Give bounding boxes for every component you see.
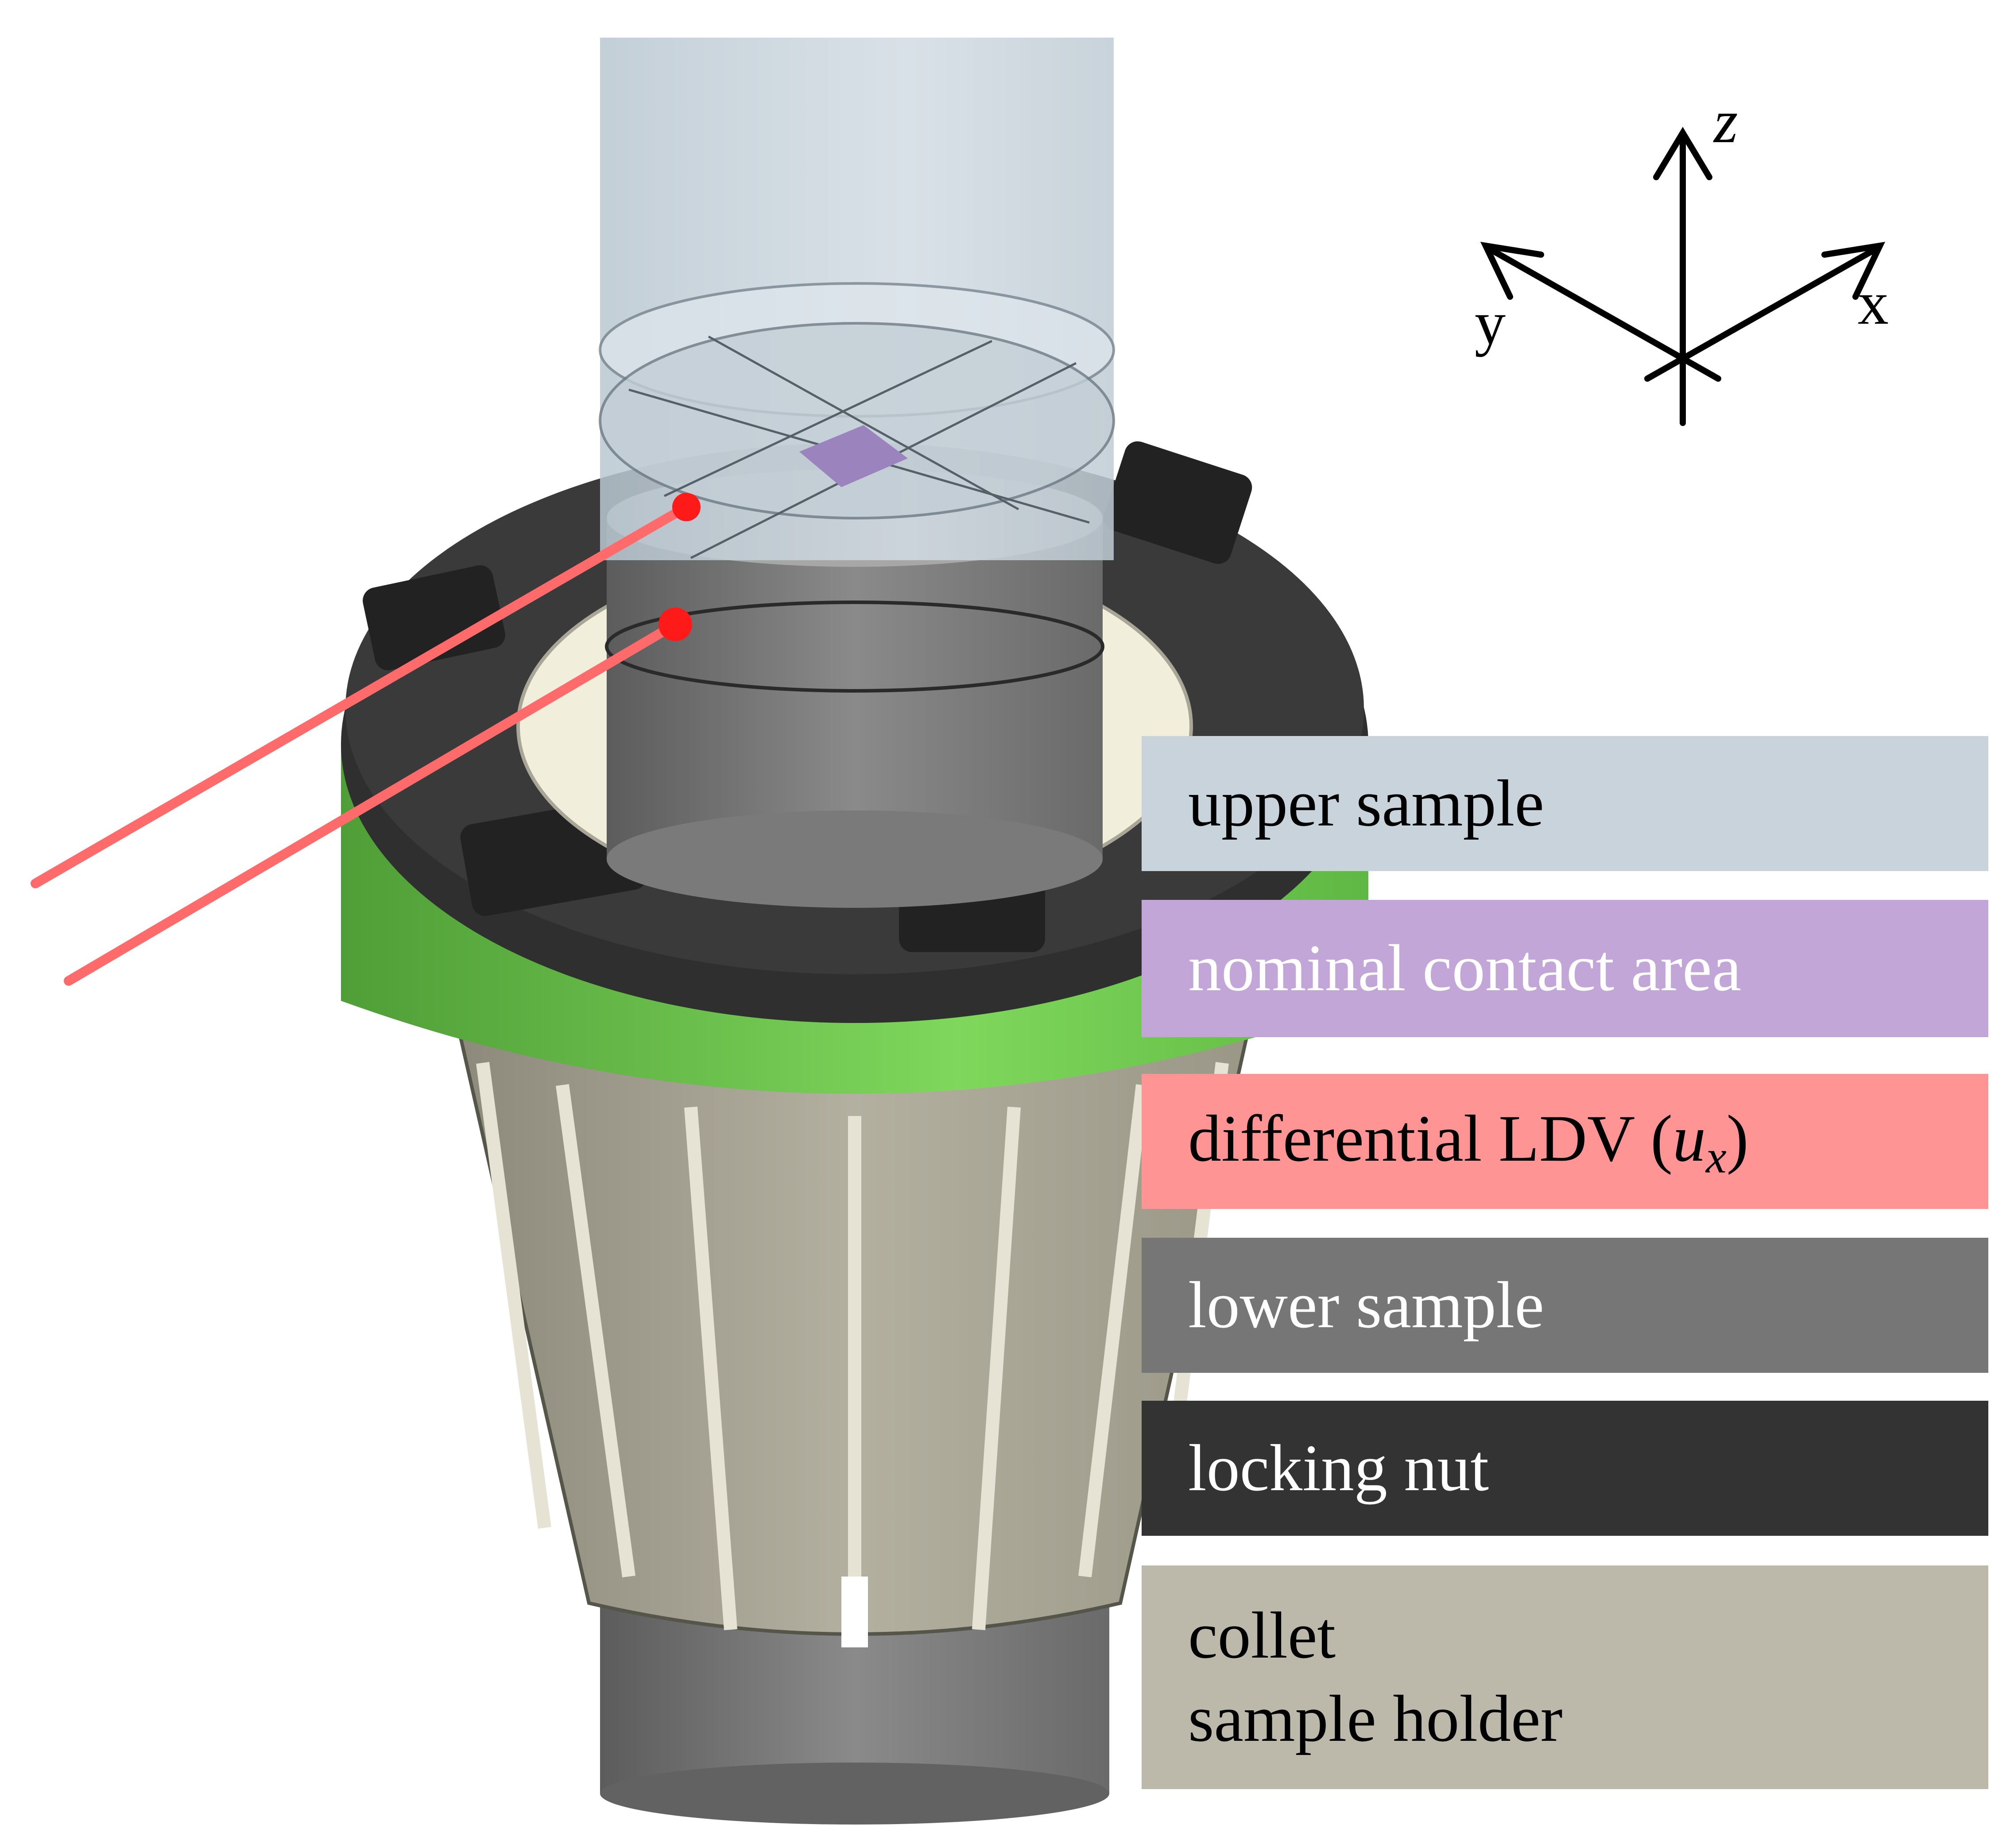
upper-sample — [599, 38, 1115, 560]
legend-ldv-suffix: ) — [1726, 1101, 1749, 1175]
legend-lower-sample-label: lower sample — [1188, 1268, 1544, 1342]
legend-upper-sample-label: upper sample — [1188, 766, 1544, 840]
legend-locking-nut-label: locking nut — [1188, 1431, 1489, 1505]
axis-z-label: z — [1714, 87, 1738, 156]
ldv-laser-beams — [31, 502, 691, 986]
legend-differential-ldv-label: differential LDV (ux) — [1188, 1097, 1749, 1186]
legend-ldv-sub: x — [1706, 1131, 1727, 1182]
legend-ldv-var: u — [1673, 1101, 1706, 1175]
legend-lower-sample: lower sample — [1142, 1238, 1988, 1373]
legend-upper-sample: upper sample — [1142, 736, 1988, 871]
legend-ldv-math: ux — [1673, 1101, 1727, 1182]
legend-nominal-contact-area-label: nominal contact area — [1188, 931, 1742, 1005]
legend-differential-ldv: differential LDV (ux) — [1142, 1074, 1988, 1209]
legend-collet: collet sample holder — [1142, 1565, 1988, 1789]
legend-collet-label: collet sample holder — [1188, 1594, 1563, 1760]
laser-spots — [658, 493, 701, 641]
coordinate-axes — [1480, 127, 1886, 426]
collet — [456, 1026, 1251, 1647]
nominal-contact-area — [799, 425, 908, 487]
axis-x-label: x — [1858, 269, 1889, 337]
axis-y-label: y — [1475, 289, 1506, 357]
legend-collet-line2: sample holder — [1188, 1681, 1563, 1755]
legend-nominal-contact-area: nominal contact area — [1142, 900, 1988, 1037]
legend-locking-nut: locking nut — [1142, 1401, 1988, 1536]
legend-ldv-prefix: differential LDV ( — [1188, 1101, 1673, 1175]
legend-collet-line1: collet — [1188, 1599, 1336, 1672]
